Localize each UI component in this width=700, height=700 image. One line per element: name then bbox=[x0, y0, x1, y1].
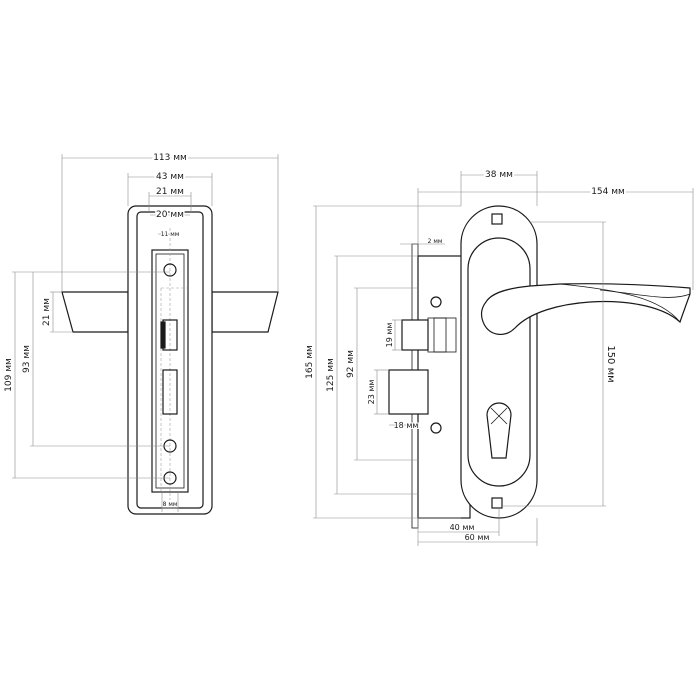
dim-label-38: 38 мм bbox=[485, 170, 513, 180]
dim-label-125: 125 мм bbox=[326, 358, 336, 392]
lever-handle bbox=[480, 283, 691, 335]
dim-label-92: 92 мм bbox=[346, 350, 356, 378]
lever-crease-a bbox=[559, 283, 681, 323]
bolt-opening-side bbox=[162, 369, 178, 415]
plate-screw-bottom bbox=[491, 497, 503, 509]
lever-crease-b bbox=[599, 289, 691, 298]
body-screw-bottom bbox=[430, 422, 442, 434]
body-screw-top bbox=[430, 296, 442, 308]
dim-label-154: 154 мм bbox=[591, 187, 625, 197]
dim-label-8: 8 мм bbox=[163, 501, 178, 508]
dim-label-21: 21 мм bbox=[156, 187, 184, 197]
right-lever-side bbox=[211, 291, 279, 333]
cylinder-cross-b bbox=[490, 407, 508, 425]
dim-label-40: 40 мм bbox=[450, 523, 475, 532]
dim-label-2: 2 мм bbox=[428, 238, 443, 245]
latch-front bbox=[401, 319, 429, 351]
left-lever-side bbox=[61, 291, 129, 333]
dim-label-109: 109 мм bbox=[4, 358, 14, 392]
dim-label-43: 43 мм bbox=[156, 172, 184, 182]
screw-top-side bbox=[163, 263, 177, 277]
latch-spindle-block bbox=[433, 317, 447, 353]
dim-label-23: 23 мм bbox=[367, 380, 376, 405]
dim-label-18: 18 мм bbox=[394, 421, 419, 430]
latch-edge-side bbox=[160, 321, 166, 349]
dim-label-20: 20 мм bbox=[156, 210, 184, 220]
dim-label-150: 150 мм bbox=[605, 345, 616, 382]
plate-screw-top bbox=[491, 213, 503, 225]
dim-label-60: 60 мм bbox=[465, 533, 490, 542]
dim-label-21h: 21 мм bbox=[42, 298, 52, 326]
dim-label-113: 113 мм bbox=[153, 153, 187, 163]
side-view: 113 мм 43 мм 21 мм 20 мм 11 мм 8 мм 109 … bbox=[4, 151, 279, 515]
deadbolt-front bbox=[388, 369, 429, 415]
dim-label-11: 11 мм bbox=[161, 231, 180, 238]
dim-label-93: 93 мм bbox=[22, 345, 32, 373]
dim-label-165: 165 мм bbox=[305, 345, 315, 379]
cylinder-hole bbox=[486, 402, 512, 459]
dim-label-19: 19 мм bbox=[385, 323, 394, 348]
front-view: 38 мм 154 мм 2 мм 165 мм 125 мм 92 мм 19… bbox=[305, 168, 694, 546]
escutcheon-inner bbox=[467, 237, 531, 487]
